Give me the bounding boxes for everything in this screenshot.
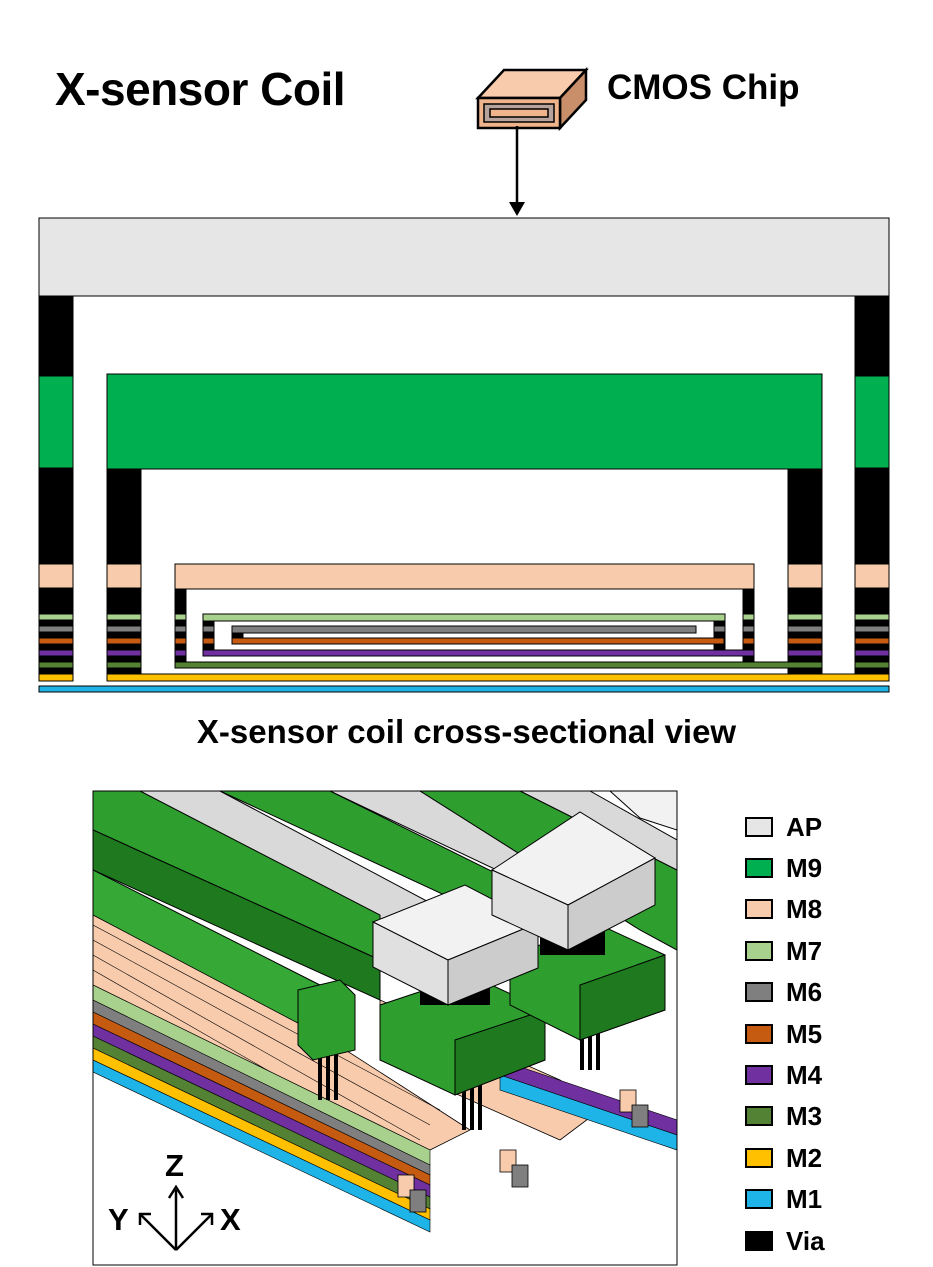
cmos-chip-label: CMOS Chip [607, 68, 800, 107]
legend-swatch [745, 1065, 773, 1086]
legend-swatch [745, 1230, 773, 1251]
legend-item: M9 [745, 847, 925, 888]
axis-z-label: Z [165, 1148, 184, 1183]
legend-item: M3 [745, 1096, 925, 1137]
coil-3d-view [93, 791, 677, 1265]
legend-label: M7 [786, 935, 823, 966]
diagram-title: X-sensor Coil [55, 63, 346, 115]
legend-label: Via [786, 1225, 825, 1256]
legend-item: M5 [745, 1013, 925, 1054]
legend-item: Via [745, 1220, 925, 1261]
legend-item: M4 [745, 1054, 925, 1095]
coil-cross-section [38, 217, 890, 693]
legend-swatch [745, 816, 773, 837]
legend-swatch [745, 1106, 773, 1127]
cmos-chip-icon [475, 66, 589, 132]
legend-label: M3 [786, 1101, 823, 1132]
legend-swatch [745, 982, 773, 1003]
legend-swatch [745, 899, 773, 920]
legend-item: M8 [745, 889, 925, 930]
legend-item: AP [745, 806, 925, 847]
legend-swatch [745, 858, 773, 879]
cross-section-caption: X-sensor coil cross-sectional view [196, 713, 737, 750]
legend-item: M1 [745, 1179, 925, 1220]
axis-y-label: Y [108, 1202, 129, 1237]
legend-label: M4 [786, 1060, 823, 1091]
legend-label: M6 [786, 977, 823, 1008]
legend-label: M2 [786, 1142, 823, 1173]
axis-x-label: X [220, 1202, 241, 1237]
legend-swatch [745, 1147, 773, 1168]
legend-label: M1 [786, 1184, 823, 1215]
axis-triad-icon [138, 1184, 214, 1251]
chip-arrow-icon [509, 126, 525, 216]
legend-swatch [745, 1189, 773, 1210]
legend-item: M6 [745, 972, 925, 1013]
legend-label: M8 [786, 894, 823, 925]
legend-label: M5 [786, 1018, 823, 1049]
legend-swatch [745, 940, 773, 961]
legend-label: AP [786, 811, 823, 842]
legend-swatch [745, 1023, 773, 1044]
legend-item: M7 [745, 930, 925, 971]
legend-label: M9 [786, 853, 823, 884]
legend-item: M2 [745, 1137, 925, 1178]
